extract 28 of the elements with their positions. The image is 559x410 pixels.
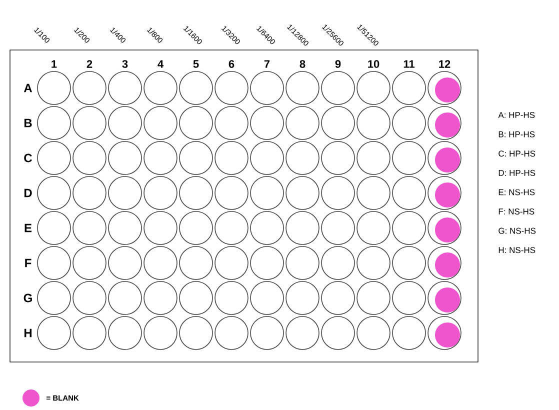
sample-label: H: NS-HS (498, 247, 536, 254)
sample-label: G: NS-HS (498, 228, 536, 234)
sample-label: B: HP-HS (498, 131, 535, 138)
column-number: 7 (264, 60, 270, 68)
column-number: 6 (228, 60, 234, 68)
sample-label: F: NS-HS (498, 208, 534, 214)
row-letter: C (24, 154, 32, 162)
column-number: 10 (368, 60, 380, 68)
column-number: 11 (404, 60, 414, 68)
column-number: 4 (158, 60, 164, 68)
column-number: 1 (52, 60, 57, 68)
column-number: 5 (193, 60, 199, 68)
column-number: 9 (335, 60, 341, 68)
row-letter: G (24, 294, 32, 302)
column-number: 8 (300, 60, 306, 68)
sample-label: A: HP-HS (498, 112, 535, 118)
sample-label: C: HP-HS (498, 150, 536, 157)
row-letter: E (24, 224, 32, 232)
column-number: 2 (86, 60, 92, 68)
row-letter: A (24, 84, 32, 92)
sample-label: E: NS-HS (498, 189, 535, 196)
row-letter: D (24, 188, 32, 198)
column-number: 12 (439, 60, 450, 68)
row-letter: F (25, 258, 32, 268)
row-letter: B (24, 118, 32, 128)
sample-label: D: HP-HS (498, 170, 536, 176)
column-number: 3 (122, 60, 128, 68)
row-letter: H (24, 328, 32, 338)
